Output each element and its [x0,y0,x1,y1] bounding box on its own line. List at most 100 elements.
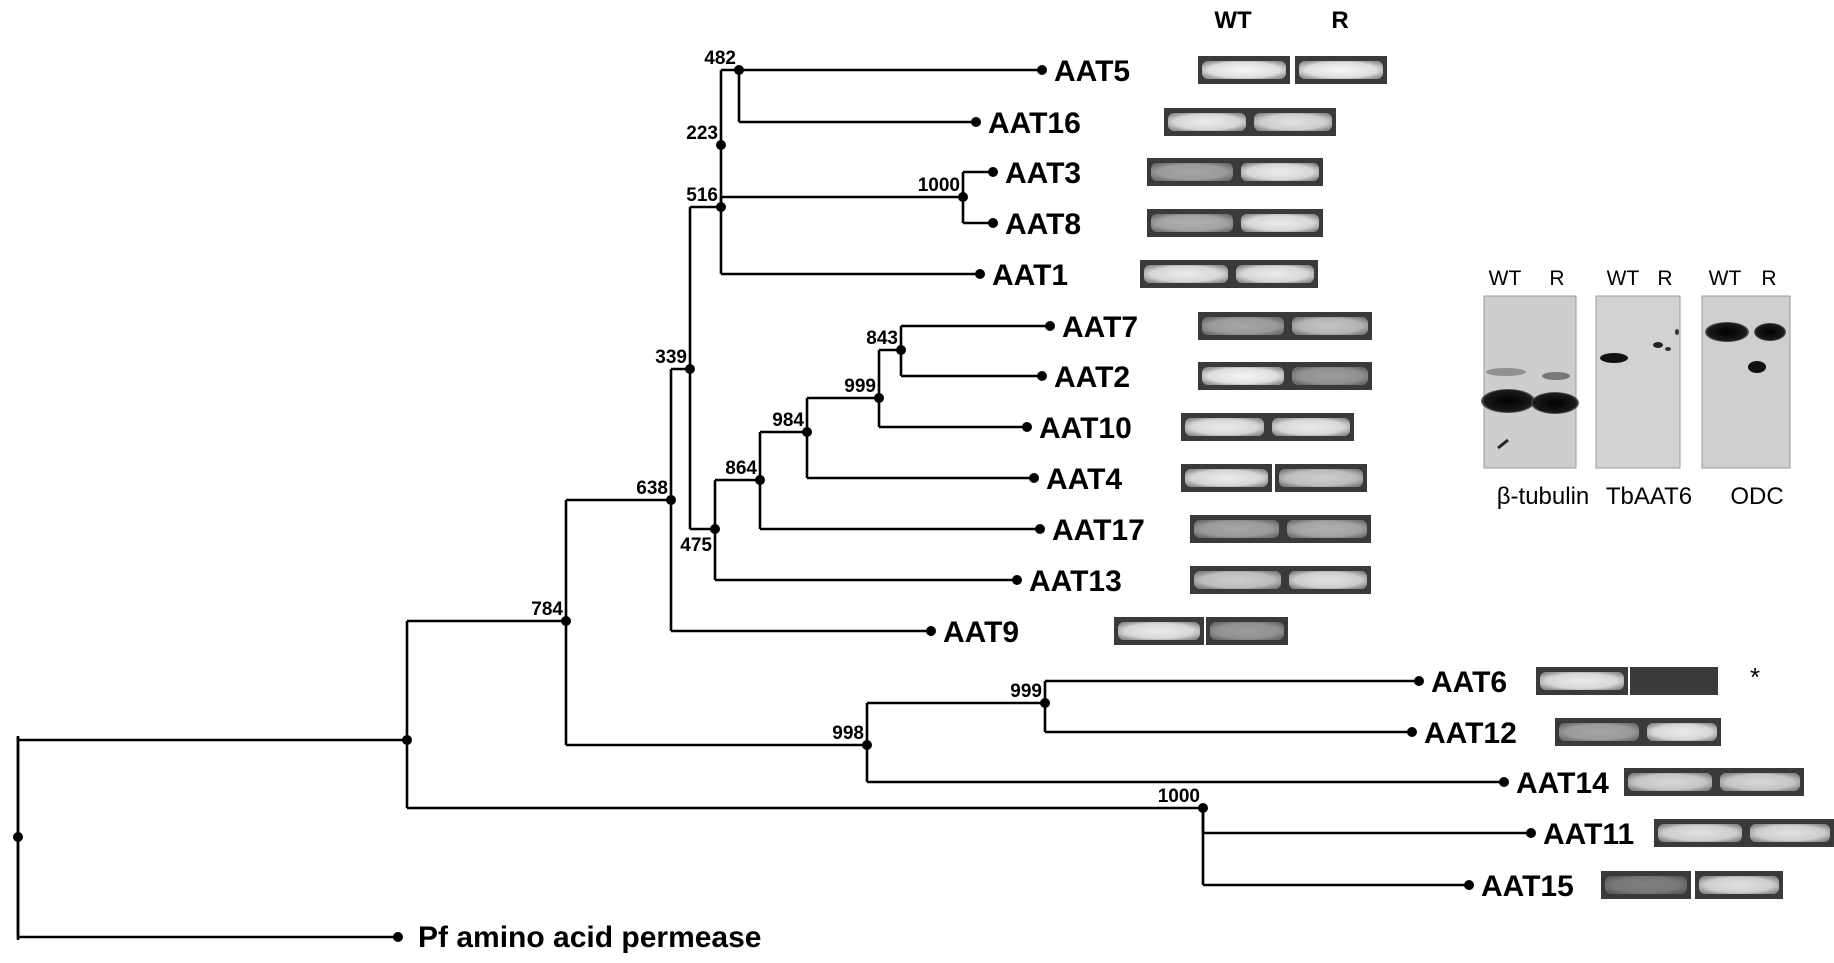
pcr-band-aat15-r [1699,876,1779,894]
pcr-band-aat16-wt [1168,113,1246,131]
leaf-node [975,269,985,279]
band-odc-wt [1705,322,1749,342]
pcr-band-aat2-wt [1202,367,1284,385]
leaf-label-aat15: AAT15 [1481,870,1574,903]
leaf-node [393,932,403,942]
leaf-label-aat12: AAT12 [1424,717,1517,750]
pcr-band-aat14-r [1720,773,1800,791]
leaf-label-aat14: AAT14 [1516,767,1609,800]
pcr-band-aat16-r [1254,113,1332,131]
leaf-node [1037,371,1047,381]
blot3-lane-r: R [1761,267,1776,290]
internal-node [862,740,872,750]
pcr-band-aat13-wt [1194,571,1281,589]
internal-node [13,832,23,842]
bootstrap-value: 339 [655,347,687,368]
leaf-node [1035,524,1045,534]
pcr-band-aat9-wt [1118,622,1200,640]
gel-lane-aat6-r [1630,667,1718,695]
blot2-lane-wt: WT [1607,267,1640,290]
pcr-band-aat2-r [1292,367,1368,385]
pcr-band-aat4-wt [1185,469,1268,487]
pcr-band-aat4-r [1279,469,1363,487]
pcr-band-aat8-r [1241,214,1319,232]
pcr-band-aat11-r [1750,824,1830,842]
bootstrap-value: 784 [531,599,563,620]
bootstrap-value: 864 [725,458,757,479]
pcr-band-aat5-wt [1202,61,1286,79]
internal-node [716,140,726,150]
leaf-node [1012,575,1022,585]
blot-odc [1702,296,1790,468]
blot2-caption: TbAAT6 [1606,483,1692,510]
leaf-node [1414,676,1424,686]
pcr-band-aat5-r [1299,61,1383,79]
pcr-band-aat17-wt [1194,520,1279,538]
internal-node [755,475,765,485]
blot3-lane-wt: WT [1709,267,1742,290]
internal-node [802,427,812,437]
pcr-gel-panels [1114,56,1834,899]
band-beta-tubulin-r [1531,392,1579,414]
leaf-label-aat2: AAT2 [1054,361,1130,394]
blot1-lane-r: R [1549,267,1564,290]
leaf-label-aat1: AAT1 [992,259,1068,292]
bootstrap-value: 638 [636,478,668,499]
leaf-label-aat17: AAT17 [1052,514,1145,547]
pcr-band-aat10-r [1272,418,1350,436]
bootstrap-value: 998 [832,723,864,744]
leaf-label-aat10: AAT10 [1039,412,1132,445]
western-blot-panel: WT R WT R WT R β-tubulin TbAAT6 ODC [1481,267,1791,510]
bootstrap-value: 475 [680,535,712,556]
header-wt: WT [1214,7,1252,34]
bootstrap-value: 984 [772,410,804,431]
leaf-label-aat13: AAT13 [1029,565,1122,598]
pcr-band-aat3-r [1241,163,1319,181]
pcr-band-aat1-wt [1144,265,1228,283]
bootstrap-value: 999 [1010,681,1042,702]
leaf-node [988,167,998,177]
pcr-band-aat6-wt [1540,672,1624,690]
leaf-label-aat5: AAT5 [1054,55,1130,88]
tree-edges [16,68,1531,939]
band-odc-r [1754,323,1786,341]
leaf-node [1037,65,1047,75]
pcr-band-aat12-r [1647,723,1717,741]
pcr-band-aat14-wt [1628,773,1712,791]
outgroup-label: Pf amino acid permease [418,921,761,954]
pcr-band-aat10-wt [1185,418,1264,436]
internal-node [561,616,571,626]
blot1-caption: β-tubulin [1497,483,1590,510]
internal-node [896,345,906,355]
bootstrap-labels: 4822231000516843999984864475339638784999… [531,48,1200,807]
leaf-label-aat11: AAT11 [1543,818,1634,851]
leaf-node [1407,727,1417,737]
bootstrap-value: 843 [866,328,898,349]
band-beta-tubulin-wt [1481,389,1535,413]
leaf-node [1526,828,1536,838]
tree-labels: AAT5AAT16AAT3AAT8AAT1AAT7AAT2AAT10AAT4AA… [943,55,1634,903]
pcr-band-aat13-r [1289,571,1367,589]
leaf-label-aat3: AAT3 [1005,157,1081,190]
leaf-label-aat9: AAT9 [943,616,1019,649]
internal-node [958,192,968,202]
internal-node [685,364,695,374]
pcr-band-aat12-wt [1559,723,1639,741]
internal-node [402,735,412,745]
blot-beta-tubulin [1484,296,1576,468]
aat6-asterisk: * [1750,662,1760,692]
leaf-label-aat16: AAT16 [988,107,1081,140]
internal-node [874,393,884,403]
blot3-caption: ODC [1730,483,1783,510]
header-r: R [1331,7,1348,34]
leaf-node [926,626,936,636]
internal-node [1040,698,1050,708]
bootstrap-value: 999 [844,376,876,397]
pcr-band-aat1-r [1236,265,1314,283]
leaf-node [988,218,998,228]
pcr-band-aat3-wt [1151,163,1233,181]
band-tbaat6-wt [1600,353,1628,363]
pcr-band-aat9-r [1210,622,1284,640]
leaf-node [1499,777,1509,787]
blot-tbaat6 [1596,296,1680,468]
